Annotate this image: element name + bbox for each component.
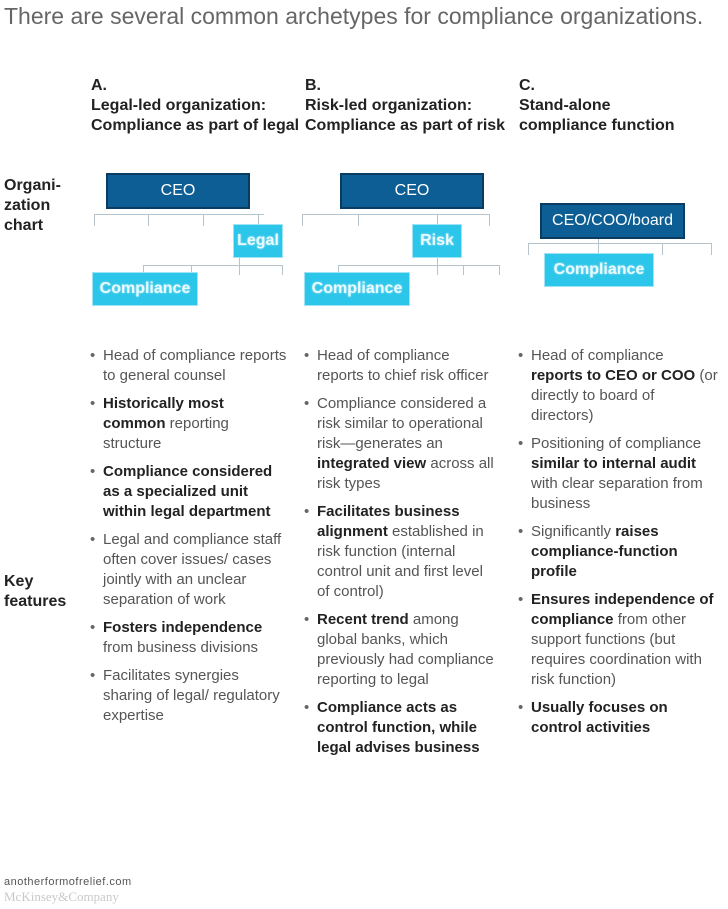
feature-text: Head of compliance: [531, 347, 664, 364]
connector-line: [499, 265, 500, 275]
connector-line: [437, 257, 438, 275]
legal-box: Legal: [233, 224, 283, 258]
feature-item: Compliance considered as a specialized u…: [90, 462, 290, 522]
feature-text-bold: Fosters independence: [103, 619, 263, 636]
feature-text: Compliance considered a risk similar to …: [317, 395, 487, 452]
compliance-box: Compliance: [92, 272, 198, 306]
feature-text: Head of compliance reports to chief risk…: [317, 347, 489, 384]
column-a-title: Legal-led organization: Compliance as pa…: [91, 97, 300, 134]
risk-box: Risk: [412, 224, 462, 258]
connector-line: [437, 214, 438, 226]
connector-line: [143, 265, 283, 266]
ceo-box: CEO: [106, 173, 250, 209]
feature-text: Significantly: [531, 523, 616, 540]
connector-line: [258, 214, 259, 226]
column-a-heading: A. Legal-led organization: Compliance as…: [91, 76, 301, 136]
connector-line: [711, 243, 712, 255]
feature-item: Head of compliance reports to CEO or COO…: [518, 346, 718, 426]
connector-line: [338, 265, 500, 266]
connector-line: [239, 257, 240, 275]
column-a-letter: A.: [91, 77, 107, 94]
feature-item: Positioning of compliance similar to int…: [518, 434, 718, 514]
connector-line: [148, 214, 149, 226]
column-b-title: Risk-led organization: Compliance as par…: [305, 97, 506, 134]
feature-text-bold: Compliance considered as a specialized u…: [103, 463, 273, 520]
feature-item: Historically most common reporting struc…: [90, 394, 290, 454]
feature-text: Legal and compliance staff often cover i…: [103, 531, 282, 608]
feature-text: from other support functions (but requir…: [531, 611, 702, 688]
page-title: There are several common archetypes for …: [4, 3, 704, 29]
connector-line: [528, 243, 712, 244]
compliance-box: Compliance: [544, 253, 654, 287]
feature-text-bold: Compliance acts as control function, whi…: [317, 699, 480, 756]
connector-line: [463, 265, 464, 275]
feature-text: among global banks, which previously had…: [317, 611, 494, 688]
column-b-heading: B. Risk-led organization: Compliance as …: [305, 76, 515, 136]
ceo-coo-board-box: CEO/COO/board: [540, 203, 685, 239]
feature-text-bold: raises compliance-function profile: [531, 523, 678, 580]
feature-item: Facilitates synergies sharing of legal/ …: [90, 666, 290, 726]
feature-text-bold: Facilitates business alignment: [317, 503, 460, 540]
feature-text: established in risk function (internal c…: [317, 523, 484, 600]
feature-text-bold: integrated view: [317, 455, 427, 472]
feature-text: across all risk types: [317, 455, 494, 492]
feature-text: with clear separation from business: [531, 475, 703, 512]
feature-text: from business divisions: [103, 639, 259, 656]
connector-line: [662, 243, 663, 255]
connector-line: [282, 265, 283, 275]
connector-line: [358, 214, 359, 226]
connector-line: [598, 238, 599, 255]
feature-item: Recent trend among global banks, which p…: [304, 610, 494, 690]
column-c-letter: C.: [519, 77, 535, 94]
feature-item: Ensures independence of compliance from …: [518, 590, 718, 690]
connector-line: [191, 265, 192, 275]
feature-text-bold: reports to CEO or COO: [531, 367, 696, 384]
feature-text: reporting structure: [103, 415, 229, 452]
feature-item: Compliance acts as control function, whi…: [304, 698, 494, 758]
feature-item: Legal and compliance staff often cover i…: [90, 530, 290, 610]
feature-item: Head of compliance reports to chief risk…: [304, 346, 494, 386]
connector-line: [302, 214, 303, 226]
connector-line: [489, 214, 490, 226]
feature-item: Significantly raises compliance-function…: [518, 522, 718, 582]
feature-text-bold: Ensures independence of compliance: [531, 591, 714, 628]
feature-item: Compliance considered a risk similar to …: [304, 394, 494, 494]
feature-text-bold: similar to internal audit: [531, 455, 697, 472]
features-list-a: Head of compliance reports to general co…: [90, 346, 290, 734]
brand-watermark: McKinsey&Company: [4, 889, 119, 904]
connector-line: [338, 265, 339, 275]
connector-line: [94, 214, 264, 215]
connector-line: [203, 214, 204, 226]
source-url: anotherformofrelief.com: [4, 876, 132, 888]
ceo-box: CEO: [340, 173, 484, 209]
feature-item: Fosters independence from business divis…: [90, 618, 290, 658]
feature-text-bold: Usually focuses on control activities: [531, 699, 668, 736]
feature-item: Facilitates business alignment establish…: [304, 502, 494, 602]
column-b-letter: B.: [305, 77, 321, 94]
feature-text: Head of compliance reports to general co…: [103, 347, 287, 384]
features-list-b: Head of compliance reports to chief risk…: [304, 346, 494, 766]
feature-text: Positioning of compliance: [531, 435, 702, 452]
feature-item: Usually focuses on control activities: [518, 698, 718, 738]
compliance-box: Compliance: [304, 272, 410, 306]
features-list-c: Head of compliance reports to CEO or COO…: [518, 346, 718, 746]
column-c-heading: C. Stand-alone compliance function: [519, 76, 699, 136]
feature-text: Facilitates synergies sharing of legal/ …: [103, 667, 280, 724]
key-features-label: Key features: [4, 573, 67, 610]
feature-text-bold: Historically most common: [103, 395, 224, 432]
feature-item: Head of compliance reports to general co…: [90, 346, 290, 386]
column-c-title: Stand-alone compliance function: [519, 97, 675, 134]
org-chart-label: Organi- zation chart: [4, 177, 61, 234]
connector-line: [302, 214, 490, 215]
connector-line: [143, 265, 144, 275]
connector-line: [528, 243, 529, 255]
feature-text: (or directly to board of directors): [531, 367, 718, 424]
connector-line: [94, 214, 95, 226]
feature-text-bold: Recent trend: [317, 611, 409, 628]
